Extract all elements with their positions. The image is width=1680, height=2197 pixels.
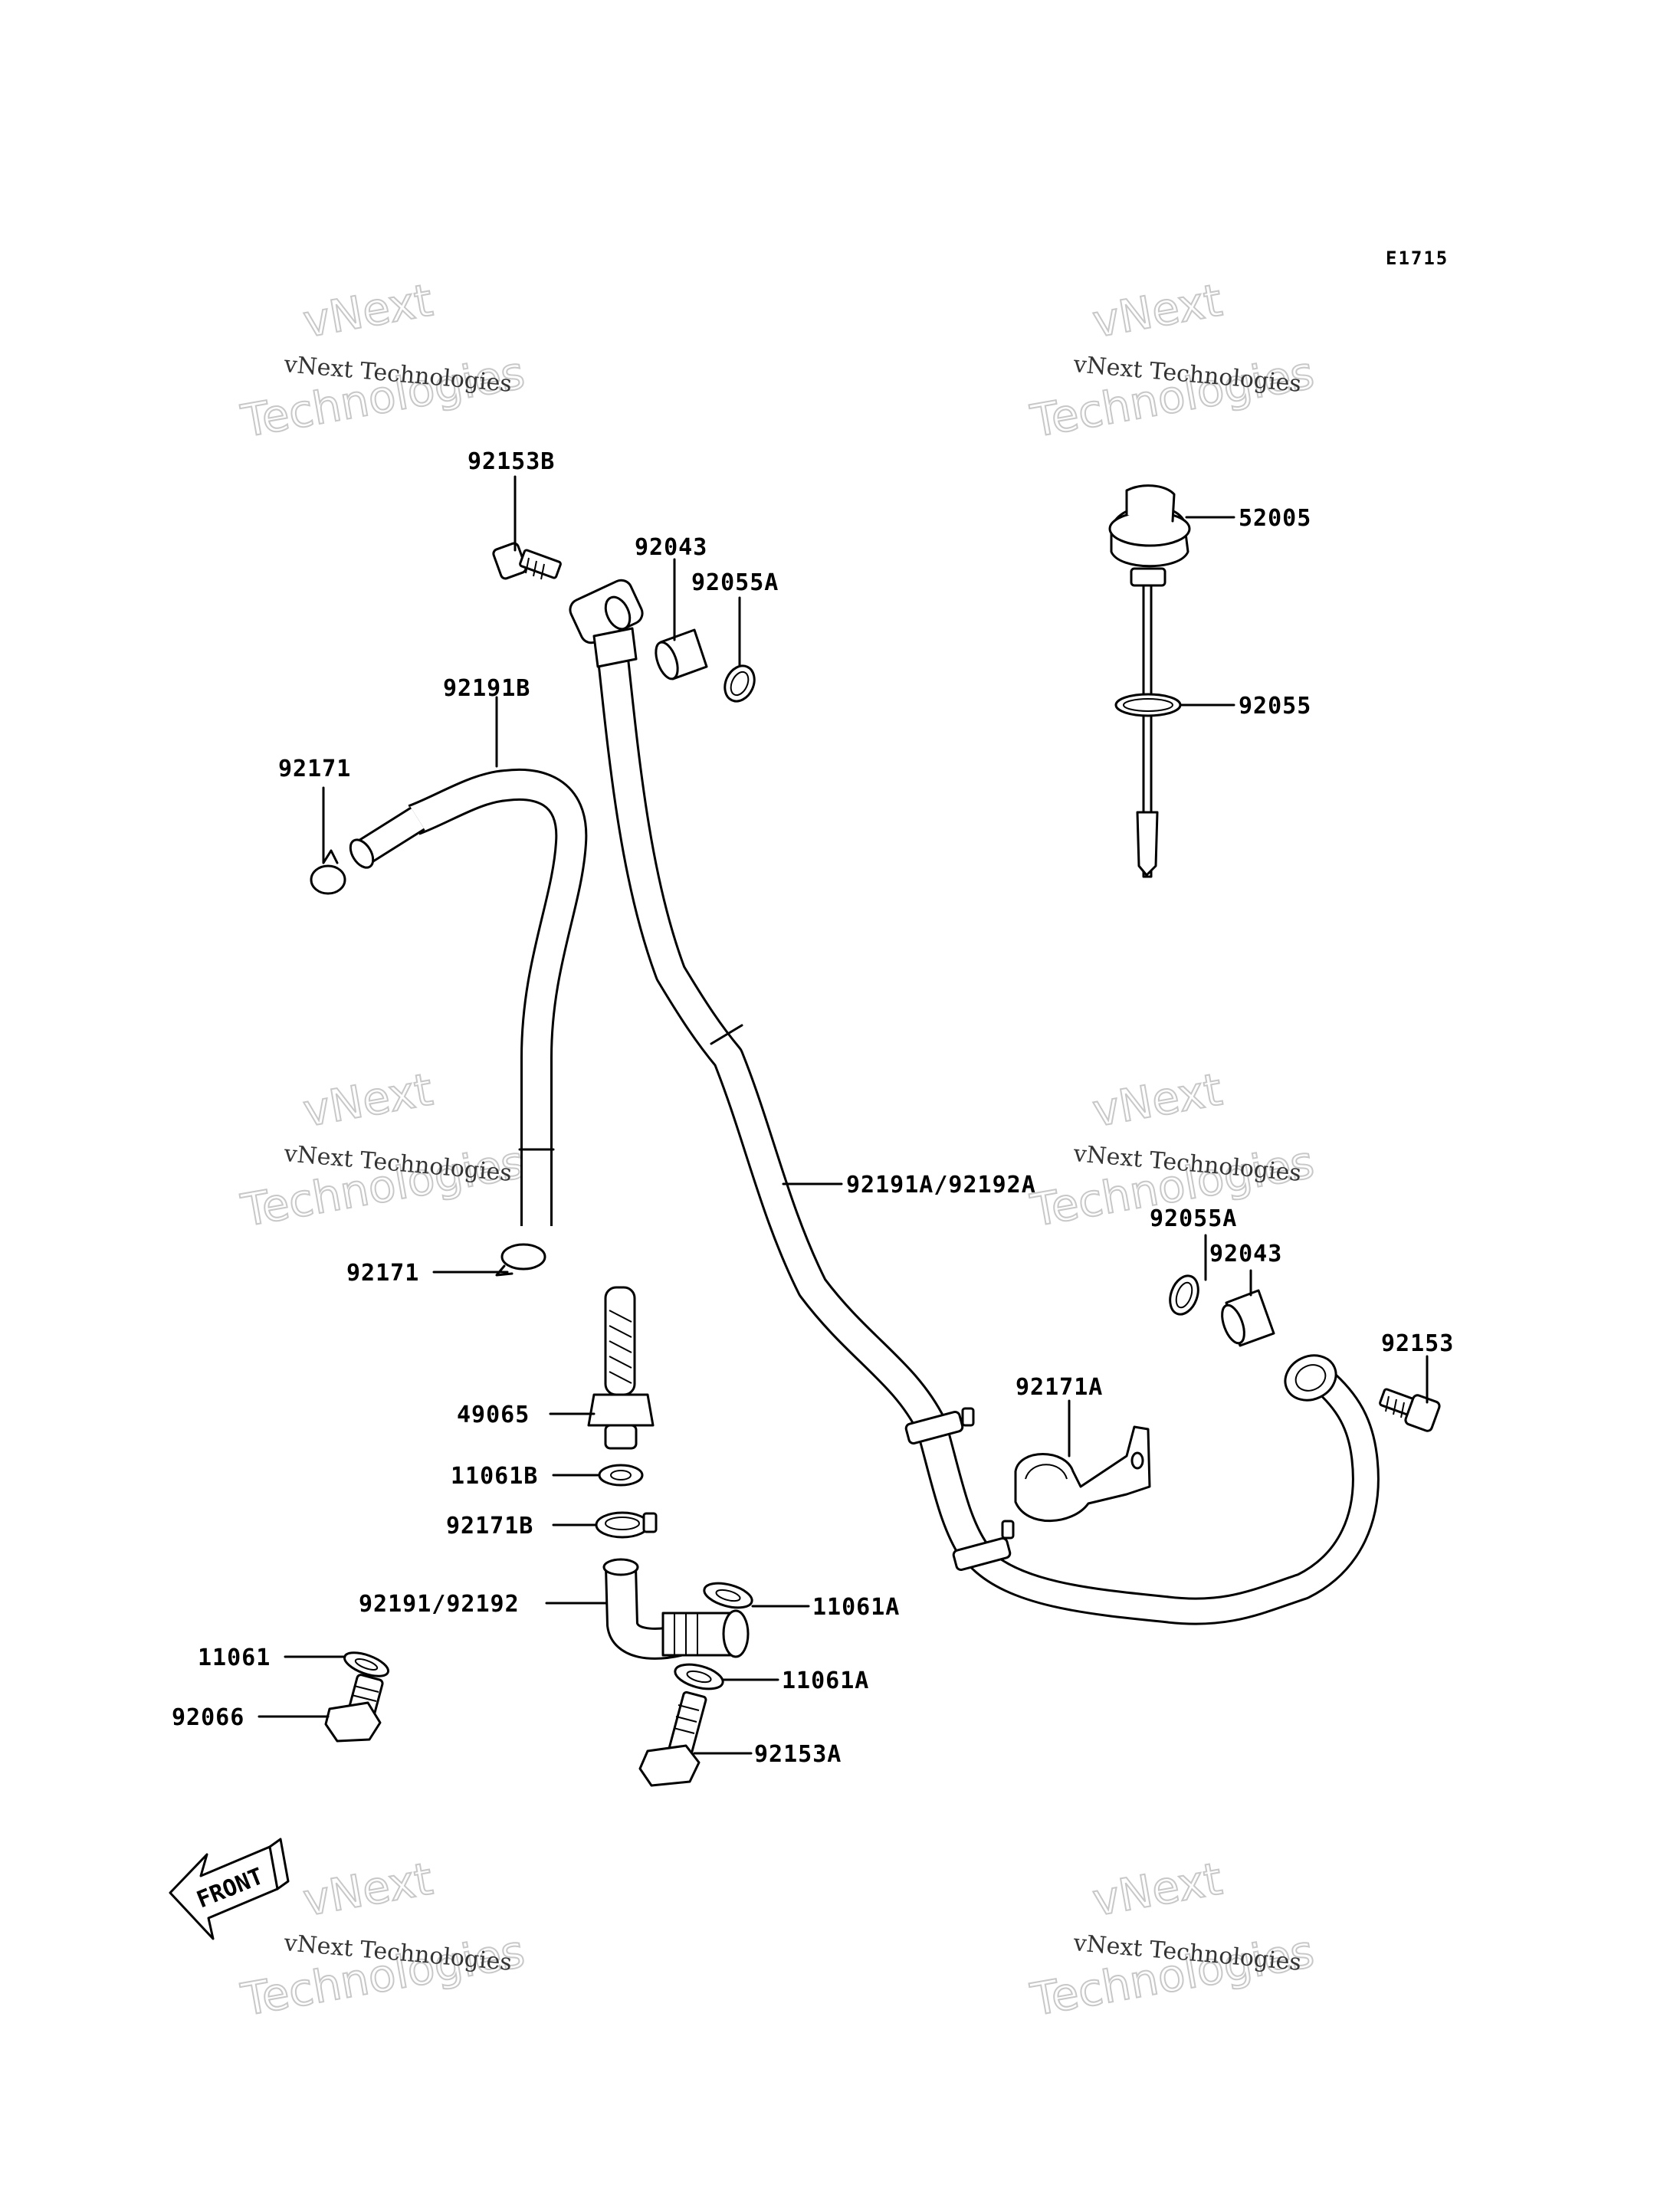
label-92171-top: 92171 — [278, 756, 351, 782]
collar-92043-right-drawing — [1221, 1289, 1275, 1347]
banjo-bolt-92153A-drawing — [638, 1690, 707, 1787]
collar-92043-top-drawing — [655, 628, 708, 680]
clip-92171-bottom-drawing — [495, 1243, 546, 1277]
breather-hose-92191B-drawing — [349, 768, 588, 1226]
o-ring-92055-drawing — [1114, 693, 1182, 717]
watermark-line1: vNext — [1089, 274, 1226, 347]
upper-banjo-fitting-drawing — [569, 579, 644, 668]
o-ring-92055A-top-drawing — [724, 664, 756, 703]
main-oil-hose-drawing — [597, 657, 1380, 1625]
label-92171A: 92171A — [1016, 1374, 1103, 1401]
label-92043-top: 92043 — [635, 534, 707, 561]
label-92043-right: 92043 — [1209, 1241, 1282, 1267]
label-49065: 49065 — [457, 1402, 530, 1428]
watermark: vNext Technologies vNext Technologies — [237, 1062, 530, 1238]
bracket-92171A-drawing — [1014, 1425, 1151, 1523]
dipstick-cap-52005-drawing — [1108, 484, 1191, 878]
watermark: vNext Technologies vNext Technologies — [1026, 273, 1319, 448]
part-labels: 92153B 92043 92055A 52005 92055 92191B 9… — [172, 448, 1454, 1768]
right-banjo-fitting-drawing — [1284, 1354, 1337, 1402]
label-92171-bottom: 92171 — [346, 1260, 419, 1287]
label-92171B: 92171B — [446, 1513, 533, 1540]
watermark-line1: vNext — [300, 1063, 437, 1136]
washer-11061B-drawing — [598, 1464, 644, 1487]
label-92055: 92055 — [1239, 693, 1311, 720]
bolt-92153-drawing — [1379, 1388, 1441, 1432]
clamp-92171B-drawing — [595, 1511, 658, 1539]
o-ring-92055A-right-drawing — [1169, 1274, 1199, 1316]
label-11061: 11061 — [198, 1644, 271, 1671]
watermark-line1: vNext — [300, 274, 437, 347]
diagram-code: E1715 — [1386, 248, 1449, 269]
washer-11061A-upper-drawing — [703, 1582, 753, 1609]
label-92153A: 92153A — [754, 1741, 842, 1768]
watermark: vNext Technologies vNext Technologies — [1026, 1851, 1319, 2027]
label-92191A-92192A: 92191A/92192A — [846, 1172, 1036, 1199]
washer-11061A-lower-drawing — [674, 1663, 724, 1690]
label-52005: 52005 — [1239, 505, 1311, 532]
label-11061B: 11061B — [451, 1463, 538, 1490]
fitting-49065-drawing — [587, 1286, 655, 1450]
label-92191-92192: 92191/92192 — [359, 1591, 520, 1618]
elbow-hose-92191-92192-drawing — [602, 1558, 750, 1660]
bolt-92153B-drawing — [492, 542, 562, 580]
leader-lines — [258, 475, 1429, 1755]
clip-92171-top-drawing — [310, 849, 346, 895]
label-92153: 92153 — [1381, 1330, 1454, 1357]
watermark-line1: vNext — [1089, 1852, 1226, 1926]
label-92055A-top: 92055A — [691, 569, 779, 596]
label-92153B: 92153B — [468, 448, 555, 475]
label-92055A-right: 92055A — [1150, 1205, 1237, 1232]
watermark-line1: vNext — [300, 1852, 437, 1926]
label-92191B: 92191B — [443, 675, 530, 702]
label-11061A-upper: 11061A — [812, 1594, 900, 1621]
label-92066: 92066 — [172, 1704, 244, 1731]
front-arrow: FRONT — [169, 1838, 290, 1940]
label-11061A-lower: 11061A — [782, 1667, 869, 1694]
watermark: vNext Technologies vNext Technologies — [237, 273, 530, 448]
watermark: vNext Technologies vNext Technologies — [237, 1851, 530, 2027]
watermark-line1: vNext — [1089, 1063, 1226, 1136]
drain-bolt-92066-drawing — [324, 1674, 384, 1743]
